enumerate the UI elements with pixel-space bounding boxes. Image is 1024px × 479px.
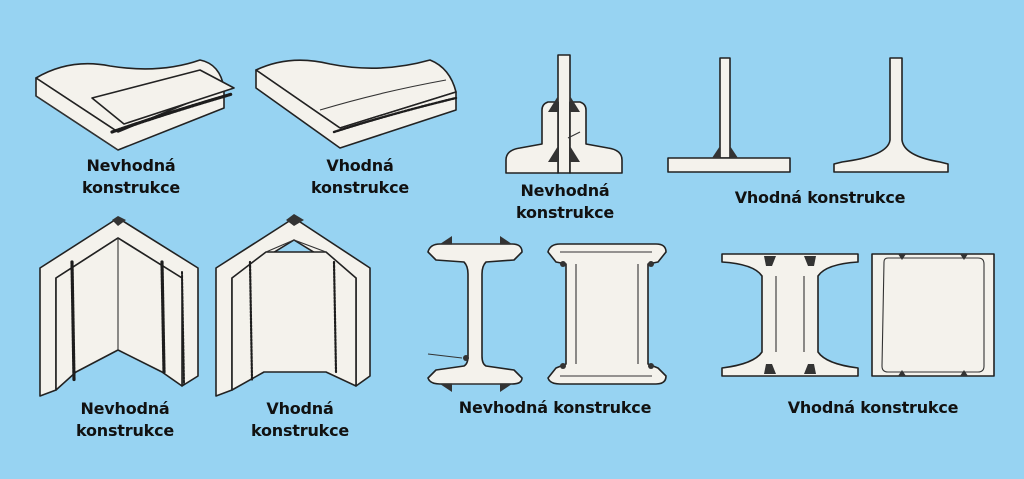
label-t-joint-suitable: Vhodná konstrukce	[734, 188, 906, 207]
drawing-corner-suitable	[215, 214, 371, 397]
drawing-box-suitable-2	[871, 253, 995, 377]
drawing-box-unsuitable-1	[427, 236, 523, 392]
label-plate-suitable: Vhodná konstrukce	[310, 156, 410, 197]
label-plate-unsuitable: Nevhodná konstrukce	[81, 156, 181, 197]
drawing-plate-fillet-unsuitable	[35, 59, 235, 151]
label-t-joint-unsuitable: Nevhodná konstrukce	[515, 181, 615, 222]
label-corner-unsuitable: Nevhodná konstrukce	[75, 399, 175, 440]
drawing-t-joint-suitable-profile	[833, 57, 949, 173]
drawing-box-suitable-1	[721, 253, 859, 377]
drawing-box-unsuitable-2	[547, 243, 667, 385]
label-box-suitable: Vhodná konstrukce	[787, 398, 959, 417]
drawing-t-joint-unsuitable	[505, 54, 623, 174]
drawing-t-joint-suitable-plate	[667, 57, 791, 173]
drawing-corner-unsuitable	[39, 216, 199, 397]
label-box-unsuitable: Nevhodná konstrukce	[458, 398, 652, 417]
label-corner-suitable: Vhodná konstrukce	[250, 399, 350, 440]
drawing-plate-fillet-suitable	[255, 59, 458, 149]
